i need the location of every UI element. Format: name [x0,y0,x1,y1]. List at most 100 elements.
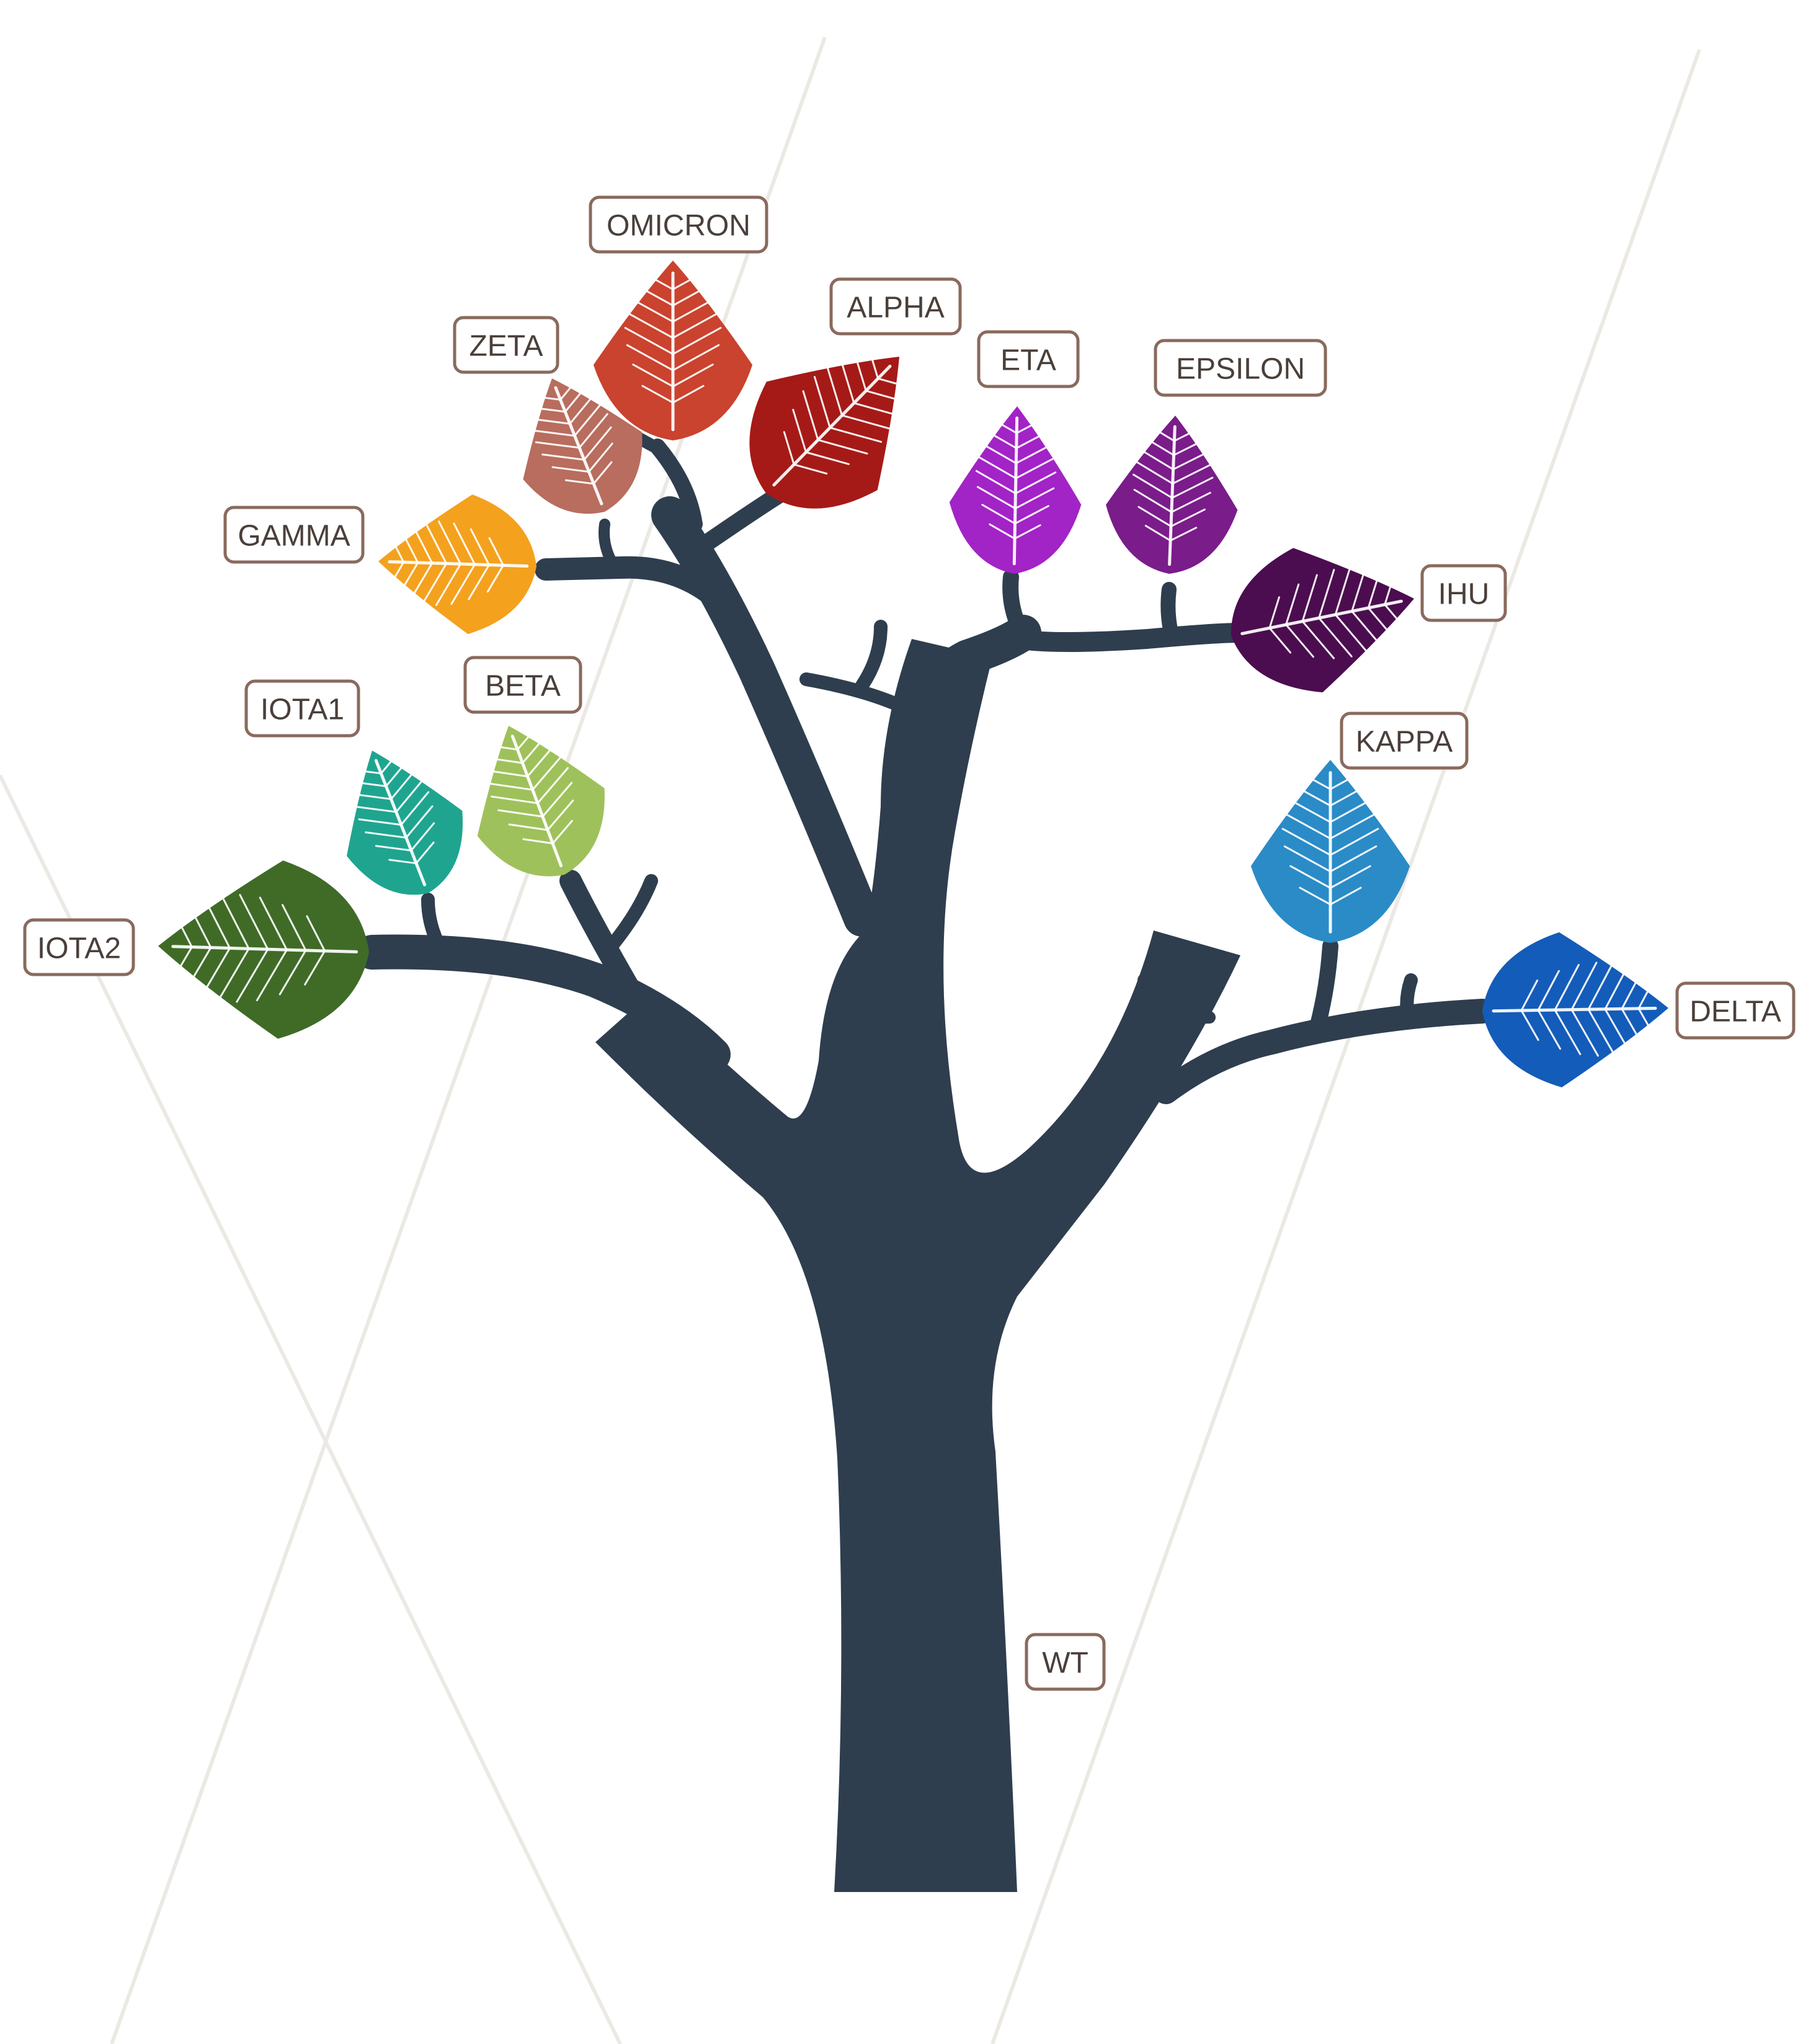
delta-leaf-vein [1537,1009,1562,1050]
omicron-leaf [593,261,753,440]
gamma-leaf [378,494,536,635]
epsilon-leaf-vein [1169,527,1198,542]
gamma-leaf-vein [468,564,490,600]
alpha-leaf-vein [865,390,899,401]
iota1-leaf-vein [385,765,404,787]
epsilon-label-text: EPSILON [1176,353,1305,386]
omicron-leaf-vein [672,344,720,372]
eta-leaf-vein [1015,445,1050,465]
delta-leaf-vein [1570,962,1598,1011]
omicron-label-box [589,195,768,254]
iota2-leaf-vein [218,947,250,1000]
eta-label: ETA [977,330,1080,388]
iota2-leaf-vein [259,896,288,951]
gamma-leaf-vein [394,561,405,578]
alpha-leaf-midrib [772,364,892,487]
omicron-leaf-vein [641,385,674,404]
eta-leaf-vein [975,470,1017,494]
eta-leaf-vein [991,433,1018,449]
ihu-leaf-blade [1231,548,1414,693]
kappa-label-box [1340,712,1469,770]
zeta-leaf-vein [569,395,594,425]
epsilon-label-box [1154,339,1327,397]
delta-leaf-vein [1520,980,1539,1012]
zeta-leaf-vein [564,390,584,413]
eta-leaf-vein [981,504,1016,525]
iota1-leaf-vein [355,805,398,813]
delta-leaf-vein [1604,1008,1628,1048]
kappa-leaf-vein [1329,800,1371,823]
eta-leaf-vein [1015,457,1055,480]
delta-leaf-vein [1621,1007,1639,1038]
beta-leaf-vein [508,823,549,831]
iota1-leaf-vein [390,771,415,800]
gamma-label-box [223,506,365,564]
alpha-leaf-vein [840,360,855,404]
gamma-leaf-vein [435,563,462,606]
delta-leaf-vein [1604,970,1627,1011]
alpha-leaf-vein [829,426,883,443]
alpha-leaf-vein [855,358,867,392]
iota2-leaf-vein [281,904,307,952]
omicron-leaf-vein [672,299,713,323]
ihu-leaf-vein [1351,571,1366,612]
wt-label-text: WT [1042,1647,1088,1680]
iota2-leaf-vein [278,949,307,996]
kappa-leaf-vein [1329,828,1379,856]
ihu-leaf-vein [1318,617,1353,658]
ihu-label-box [1420,564,1507,622]
beta-leaf-vein [489,770,529,778]
gamma-leaf-vein [413,527,434,565]
omicron-leaf-vein [626,311,674,339]
ihu-leaf-vein [1367,607,1390,633]
kappa-leaf-vein [1329,813,1377,840]
ihu-leaf [1231,548,1414,693]
ihu-leaf-vein [1301,574,1318,623]
zeta-leaf-vein [535,441,581,449]
iota2-leaf-vein [206,902,231,949]
beta-leaf-vein [527,746,554,778]
iota2-leaf-vein [190,947,212,981]
alpha-leaf-vein [802,390,819,441]
kappa-leaf-vein [1329,788,1361,807]
delta-label: DELTA [1675,981,1796,1040]
iota1-label-box [244,679,360,738]
beta-leaf-vein [546,799,574,831]
iota1-leaf-vein [410,822,435,852]
omicron-leaf-vein [626,344,674,372]
iota2-label: IOTA2 [23,918,135,976]
beta-leaf-vein [522,838,554,845]
alpha-label-text: ALPHA [847,292,944,324]
iota2-leaf-vein [203,947,231,993]
eta-label-text: ETA [1000,344,1056,377]
omicron-leaf-vein [633,299,674,323]
zeta-leaf-vein [588,442,613,473]
iota2-leaf-vein [179,946,193,967]
alpha-leaf-vein [871,359,879,380]
gamma-leaf-vein [403,535,419,564]
zeta-leaf-vein [541,453,585,461]
wt-label-box [1025,1633,1106,1691]
ihu-leaf-vein [1301,620,1335,659]
iota1-label: IOTA1 [244,679,360,738]
epsilon-leaf-vein [1132,473,1173,499]
epsilon-leaf-vein [1172,463,1213,485]
beta-leaf-vein [493,757,523,764]
tree-branches [355,422,1495,1104]
epsilon-leaf-vein [1170,508,1206,527]
iota1-label-text: IOTA1 [260,694,344,726]
gamma-leaf-vein [470,528,490,566]
ihu-leaf-vein [1334,568,1351,616]
omicron-leaf-vein [672,288,704,306]
tree-leaves [158,261,1668,1087]
eta-leaf-vein [1014,471,1057,494]
zeta-leaf-vein [564,479,595,485]
kappa-leaf-vein [1299,886,1332,906]
beta-leaf-vein [522,740,543,764]
ihu-leaf-vein [1285,583,1300,626]
iota1-leaf-vein [355,793,393,800]
iota1-leaf-vein [380,761,392,775]
iota2-label-box [23,918,135,976]
epsilon-label: EPSILON [1154,339,1327,397]
